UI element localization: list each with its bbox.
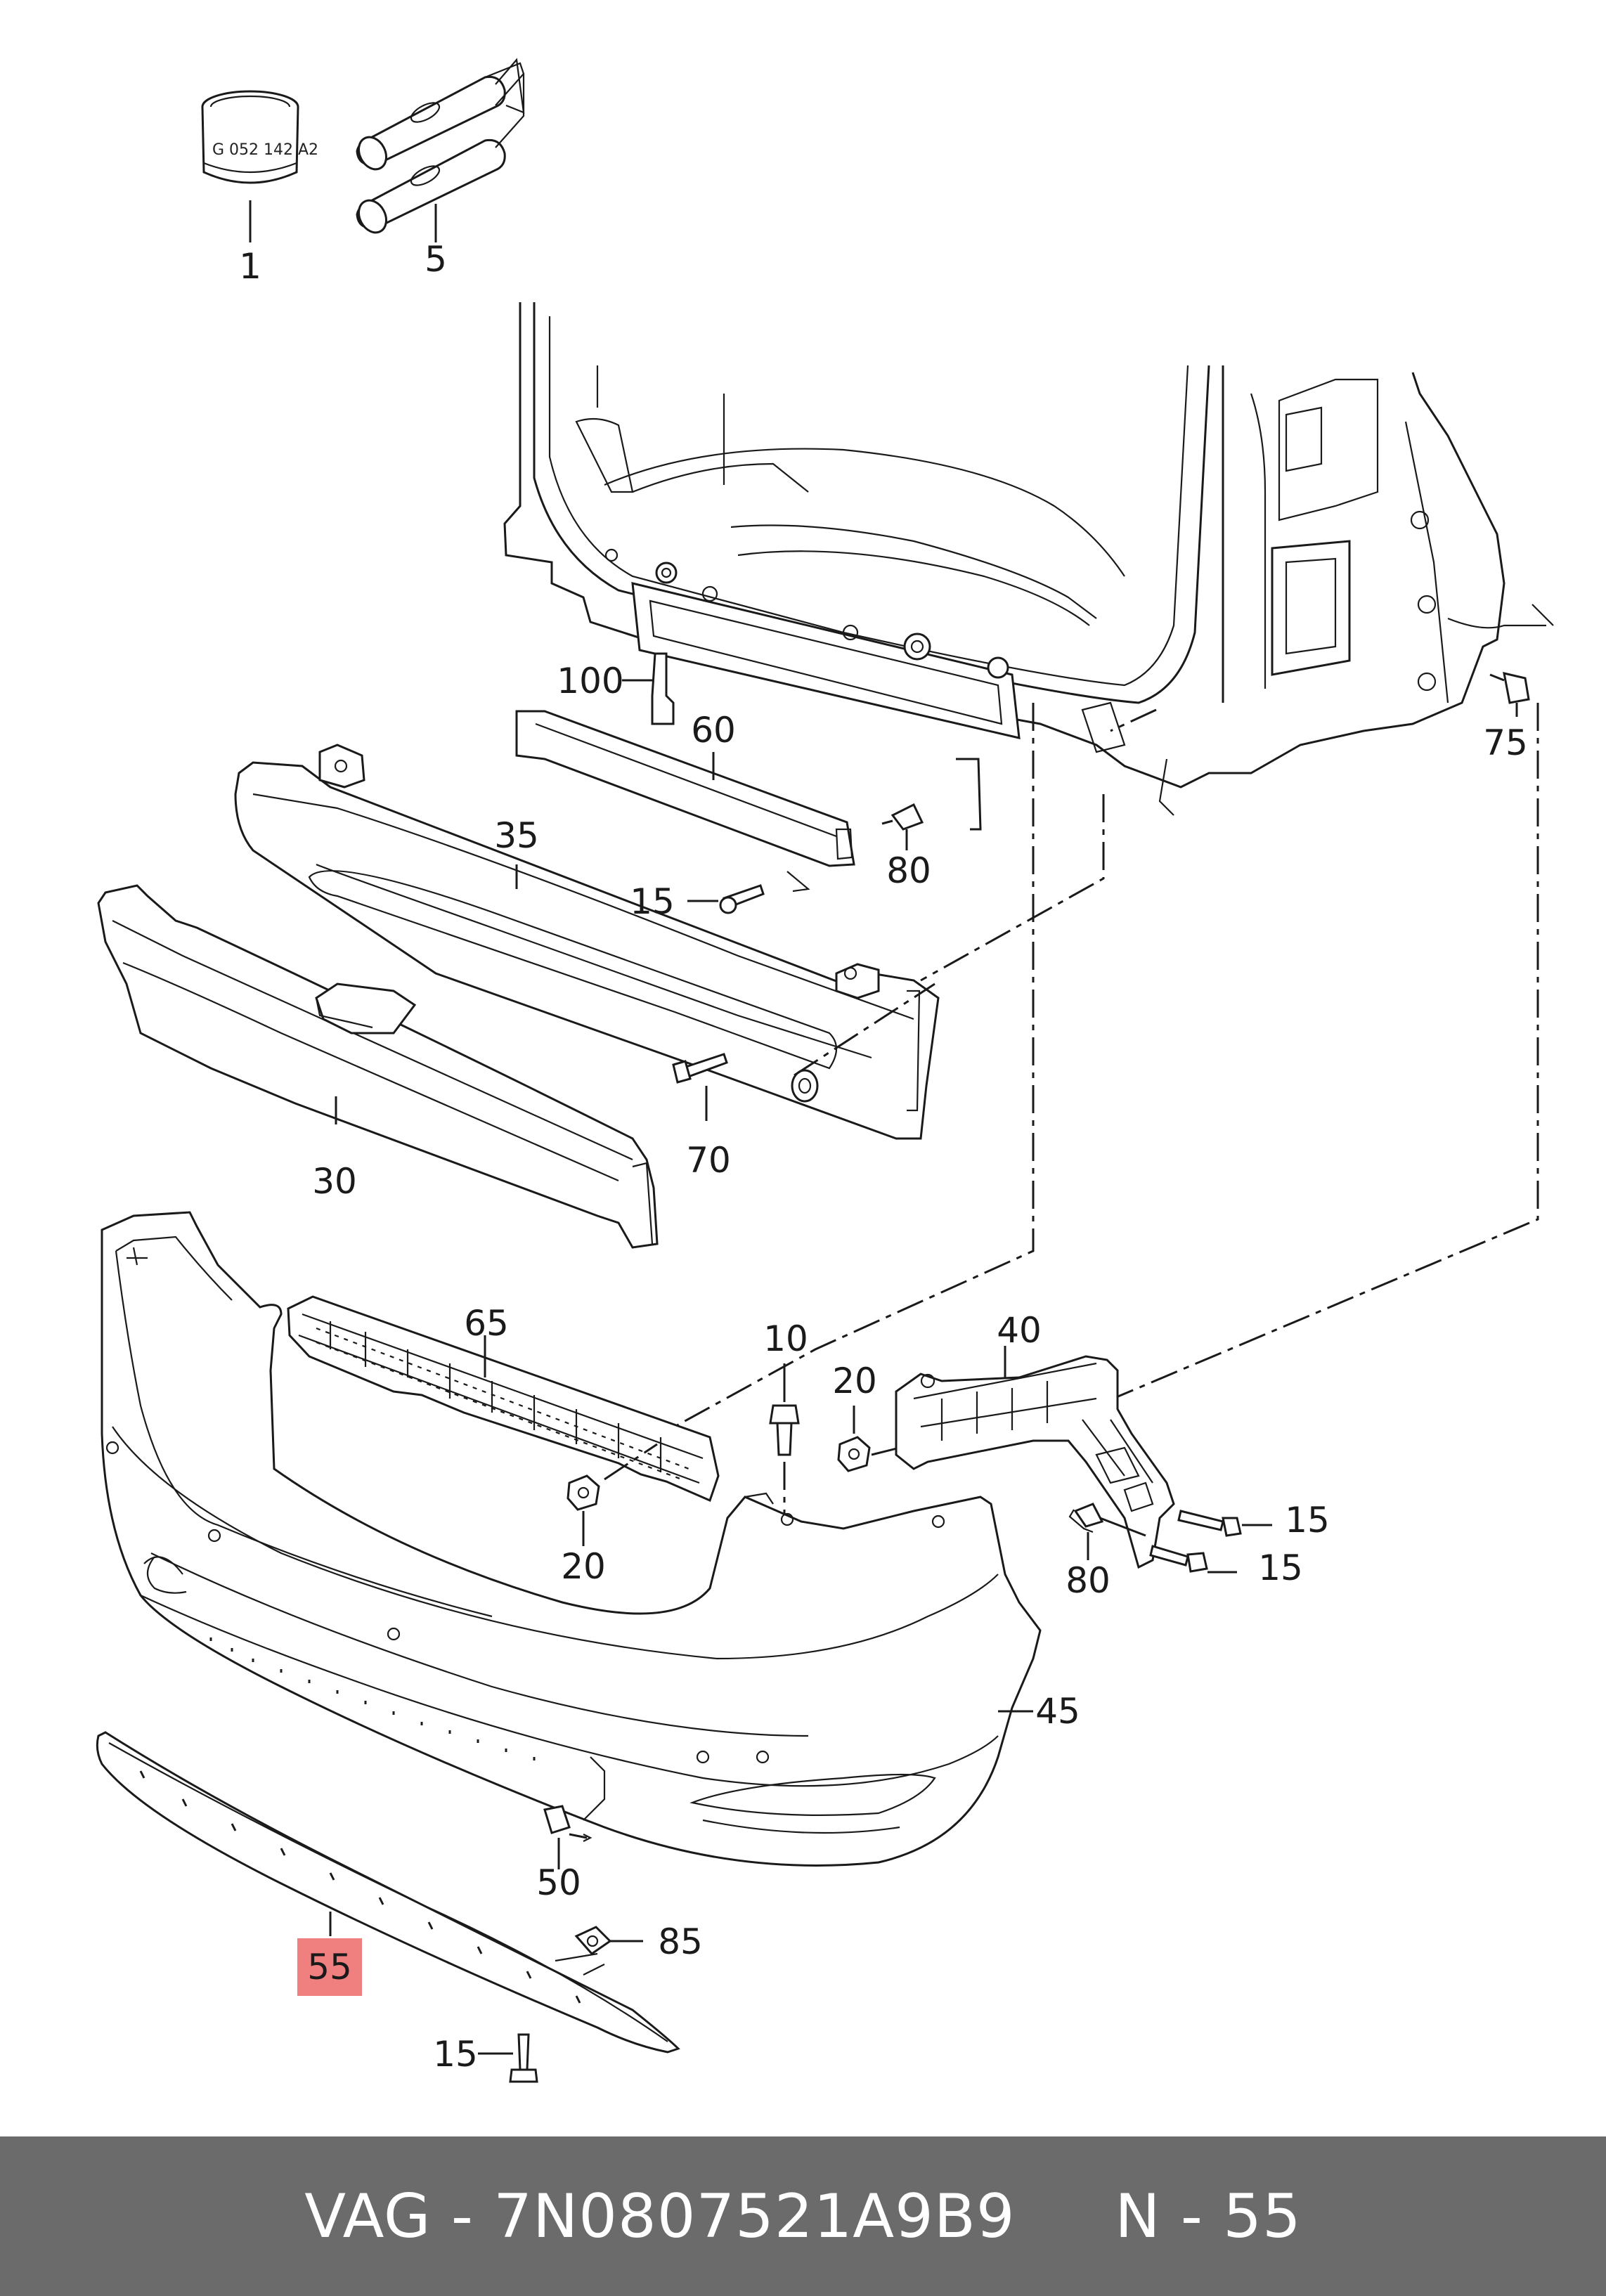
callout-60: 60 [691, 710, 736, 751]
callout-20-upper: 20 [832, 1361, 877, 1401]
part-40-bracket [895, 1346, 1175, 1569]
callout-30: 30 [312, 1161, 357, 1202]
callout-50: 50 [536, 1862, 581, 1903]
callout-45: 45 [1035, 1691, 1080, 1732]
callout-1: 1 [239, 246, 261, 287]
part-35-carrier [234, 744, 940, 1140]
callout-5: 5 [425, 239, 447, 280]
callout-15-bottom: 15 [433, 2034, 478, 2075]
part-60-absorber [515, 710, 855, 893]
callout-65: 65 [464, 1303, 509, 1344]
highlight-box-55 [297, 1938, 362, 1996]
callout-15-right-upper: 15 [1285, 1500, 1330, 1541]
part-15-bolt-upper [687, 884, 765, 914]
part-1-sealant-can: G 052 142 A2 [201, 90, 318, 242]
rear-body-panel [503, 302, 1554, 816]
part-100-bracket [622, 652, 675, 725]
part-30-absorber [97, 884, 659, 1249]
part-20-nut-upper [837, 1406, 900, 1472]
part-10-screw [769, 1363, 800, 1518]
construction-lines [674, 703, 1539, 1428]
callout-80-lower: 80 [1066, 1560, 1110, 1601]
part-85-clip [574, 1926, 643, 1955]
exploded-view-drawing: G 052 142 A2 [96, 58, 1554, 2083]
callout-70: 70 [686, 1140, 731, 1181]
part-15-bolt-bottom [478, 2033, 538, 2083]
footer-part-number-text: VAG - 7N0807521A9B9 N - 55 [304, 2181, 1302, 2252]
part-80-upper [881, 758, 982, 850]
part-70-bolt [672, 1053, 728, 1121]
callout-55-highlighted: 55 [307, 1947, 352, 1987]
callout-numbers: 1 5 100 60 75 35 15 80 30 70 65 10 40 20… [239, 239, 1528, 2075]
part-75-clip [1489, 672, 1530, 717]
part-15-bolts-right [1149, 1510, 1272, 1574]
part-45-bumper-cover [101, 1211, 1042, 1867]
part-80-lower [1068, 1503, 1146, 1560]
callout-20-lower: 20 [561, 1546, 606, 1587]
callout-75: 75 [1483, 722, 1528, 763]
part-number-footer: VAG - 7N0807521A9B9 N - 55 [0, 2136, 1606, 2296]
parts-diagram: G 052 142 A2 [96, 58, 1554, 2083]
part-65-grille [287, 1295, 720, 1503]
callout-100: 100 [557, 661, 623, 701]
callout-85: 85 [658, 1921, 703, 1962]
callout-10: 10 [763, 1318, 808, 1359]
callout-15-upper: 15 [630, 881, 675, 922]
callout-35: 35 [494, 815, 539, 856]
part-20-nut-lower [566, 1443, 658, 1546]
callout-40: 40 [997, 1310, 1042, 1351]
part-5-cartridges [356, 58, 525, 242]
sealant-can-label: G 052 142 A2 [212, 141, 318, 159]
callout-15-right-lower: 15 [1258, 1548, 1303, 1588]
callout-80-upper: 80 [886, 850, 931, 891]
part-55-trim-strip [96, 1731, 680, 2054]
part-50-cap [543, 1805, 592, 1869]
